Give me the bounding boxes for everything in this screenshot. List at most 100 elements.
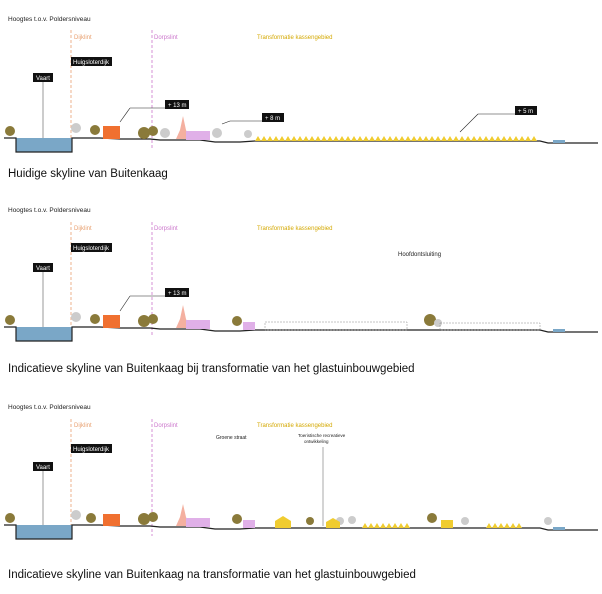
dorpslint-label: Dorpslint [154,423,178,429]
skyline-panel-during: Hoogtes t.o.v. Poldersniveau Dijklint Do… [0,192,602,392]
tree [212,128,222,138]
new-houses-row [362,523,410,528]
toeristische-label-2: ontwikkeling [304,439,329,444]
dorpslint-label: Dorpslint [154,226,178,232]
tree [90,125,100,135]
purple-building [186,131,210,140]
red-building [103,126,120,139]
red-building [103,514,120,526]
water-vaart [16,327,72,341]
transformatie-label: Transformatie kassengebied [257,423,332,429]
height-leader-2 [221,120,231,125]
header-label: Hoogtes t.o.v. Poldersniveau [8,16,91,23]
tree [232,514,242,524]
tree [71,312,81,322]
tree [544,517,552,525]
height-leader-3 [459,113,479,133]
new-house [326,518,340,528]
tree [348,516,356,524]
new-houses-row-east [486,523,522,528]
dijklint-label: Dijklint [74,423,92,429]
new-house [441,520,453,528]
huigsloterdijk-label: Huigsloterdijk [73,447,110,453]
height-box-3 [515,106,537,115]
header-label: Hoogtes t.o.v. Poldersniveau [8,207,91,214]
vaart-label-box [33,73,53,82]
tree [427,513,437,523]
skyline-panel-current: Hoogtes t.o.v. Poldersniveau Dijklint Do… [0,0,602,200]
water-vaart [16,525,72,539]
caption-after: Indicatieve skyline van Buitenkaag na tr… [8,569,416,581]
vaart-label: Vaart [36,76,50,82]
tree [5,513,15,523]
tree [244,130,252,138]
caption-during: Indicatieve skyline van Buitenkaag bij t… [8,363,415,375]
header-label: Hoogtes t.o.v. Poldersniveau [8,404,91,411]
tree [71,510,81,520]
tree [148,314,158,324]
huigsloterdijk-label-box [71,57,112,66]
ground-line [4,137,598,153]
dijklint-label: Dijklint [74,226,92,232]
height-box-2 [262,113,284,122]
height-box-1 [165,100,189,109]
purple-building-small [243,520,255,528]
height-box-1 [165,288,189,297]
huigsloterdijk-label-box [71,444,112,453]
height-label-1: + 13 m [168,103,187,109]
toeristische-label-1: Toeristische recreatieve [298,433,346,438]
purple-building-small [243,322,255,330]
purple-building [186,320,210,329]
new-house [275,516,291,528]
tree [86,513,96,523]
tree [232,316,242,326]
red-building [103,315,120,328]
tree [461,517,469,525]
ground-line [4,524,598,540]
tree [138,315,150,327]
tree [90,314,100,324]
huigsloterdijk-label: Huigsloterdijk [73,60,110,66]
purple-building [186,518,210,527]
hoofdontsluiting-label: Hoofdontsluiting [398,252,441,258]
water-east [553,329,565,332]
vaart-label: Vaart [36,266,50,272]
tree [138,127,150,139]
vaart-label-box [33,462,53,471]
tree [148,126,158,136]
huigsloterdijk-label-box [71,243,112,252]
vaart-label-box [33,263,53,272]
skyline-drawing-during: Hoogtes t.o.v. Poldersniveau Dijklint Do… [4,207,598,342]
height-leader-1 [119,295,131,312]
skyline-drawing-after: Hoogtes t.o.v. Poldersniveau Dijklint Do… [4,404,598,540]
water-east [553,527,565,530]
dijklint-label: Dijklint [74,35,92,41]
transformatie-label: Transformatie kassengebied [257,35,332,41]
ground-line [4,326,598,342]
groene-straat-label: Groene straat [216,435,247,441]
tree [160,128,170,138]
height-leader-1 [119,107,131,123]
dorpslint-label: Dorpslint [154,35,178,41]
water-vaart [16,138,72,152]
transformatie-label: Transformatie kassengebied [257,226,332,232]
huigsloterdijk-label: Huigsloterdijk [73,246,110,252]
tree [138,513,150,525]
water-east [553,140,565,143]
tree [5,126,15,136]
skyline-drawing-current: Hoogtes t.o.v. Poldersniveau Dijklint Do… [4,16,598,153]
height-label-3: + 5 m [518,109,533,115]
tree [5,315,15,325]
tree [71,123,81,133]
future-zone-east [439,322,541,331]
tree [424,314,436,326]
future-zone-west [264,321,408,331]
skyline-panel-after: Hoogtes t.o.v. Poldersniveau Dijklint Do… [0,394,602,594]
height-label-2: + 8 m [265,116,280,122]
greenhouses [255,136,537,141]
vaart-label: Vaart [36,465,50,471]
caption-current: Huidige skyline van Buitenkaag [8,168,168,180]
tree [148,512,158,522]
height-label-1: + 13 m [168,291,187,297]
tree [306,517,314,525]
